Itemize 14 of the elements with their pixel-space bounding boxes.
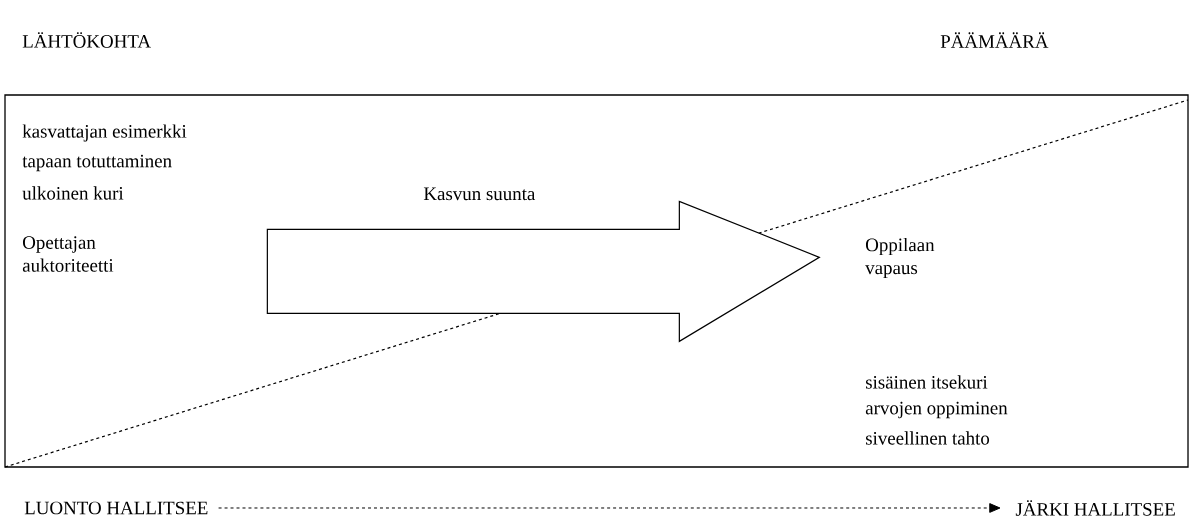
node-label: Kasvun suunta	[423, 187, 536, 201]
text-label: Oppilaan vapaus	[865, 237, 935, 279]
text-label: Opettajan auktoriteetti	[22, 236, 114, 272]
text-label: arvojen oppiminen	[865, 401, 1008, 419]
text-label: ulkoinen kuri	[22, 186, 124, 200]
text-label: siveellinen tahto	[866, 431, 990, 445]
end-label: LUONTO HALLITSEE	[24, 501, 208, 515]
text-label: tapaan totuttaminen	[22, 154, 172, 172]
heading: LÄHTÖKOHTA	[22, 32, 151, 48]
end-label: JÄRKI HALLITSEE	[1015, 500, 1175, 516]
text-label: kasvattajan esimerkki	[22, 124, 187, 142]
text-label: sisäinen itsekuri	[866, 375, 988, 389]
dashed-arrow	[218, 503, 1001, 513]
heading: PÄÄMÄÄRÄ	[940, 32, 1049, 48]
